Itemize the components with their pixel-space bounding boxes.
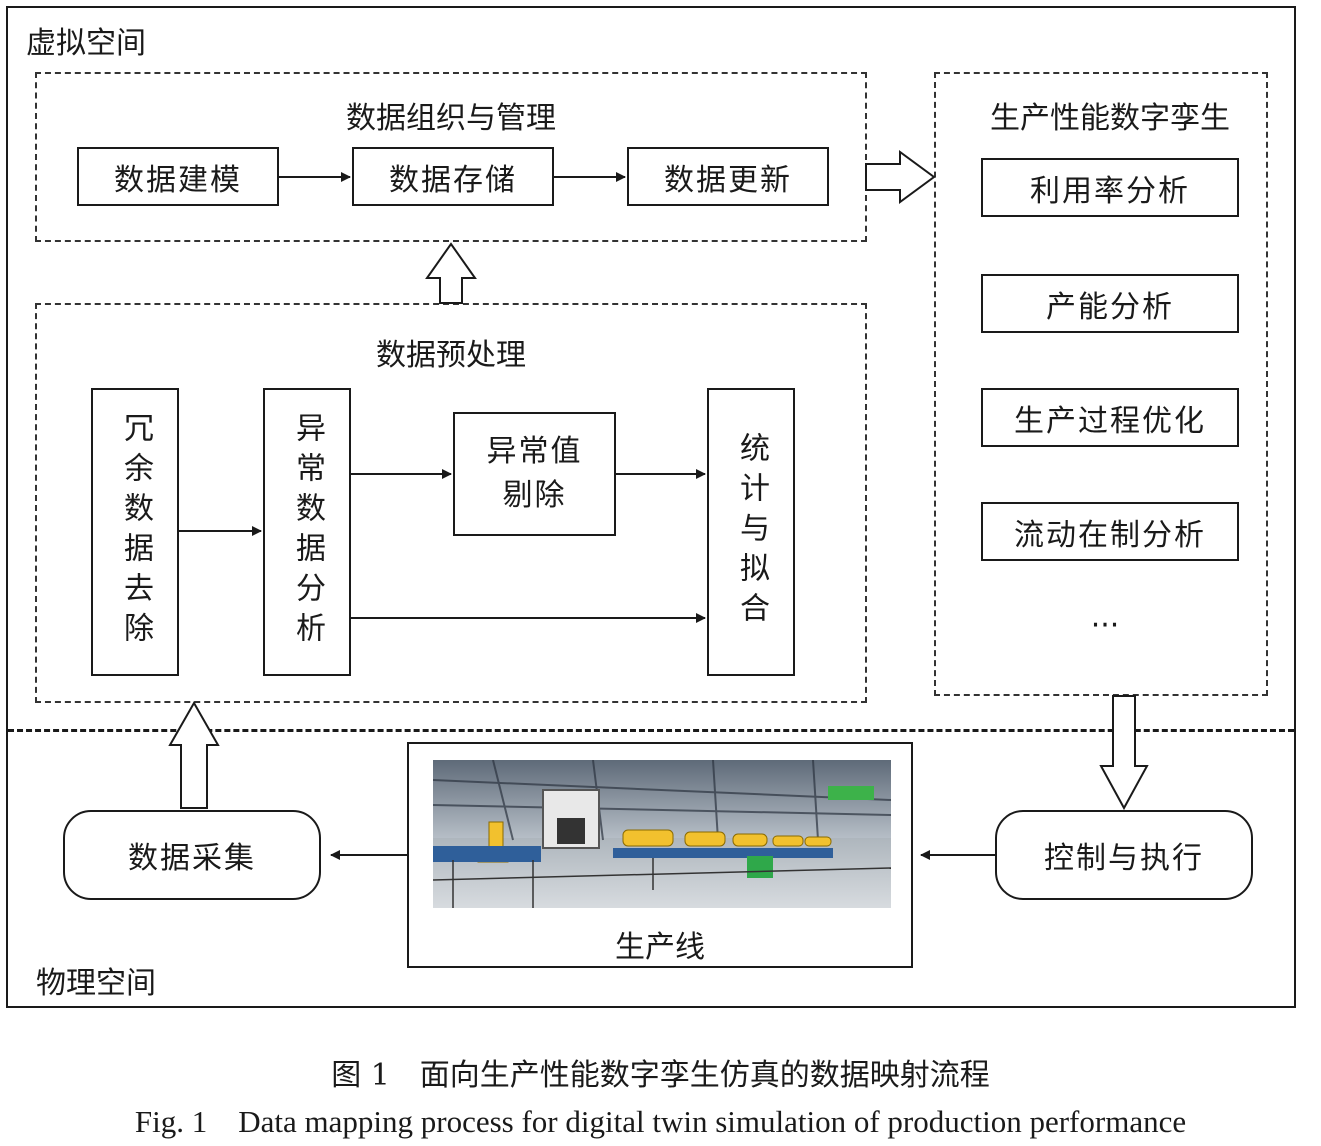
capacity-analysis-box: 产能分析 bbox=[981, 274, 1239, 333]
hollow-arrow-twin-to-control bbox=[1099, 695, 1149, 811]
data-collection-box: 数据采集 bbox=[63, 810, 321, 900]
digital-twin-title: 生产性能数字孪生 bbox=[990, 101, 1230, 136]
utilization-analysis-box: 利用率分析 bbox=[981, 158, 1239, 217]
control-execution-box: 控制与执行 bbox=[995, 810, 1253, 900]
caption-chinese: 图 1 面向生产性能数字孪生仿真的数据映射流程 bbox=[331, 1058, 990, 1093]
caption-english: Fig. 1 Data mapping process for digital … bbox=[134, 1104, 1187, 1139]
data-update-box: 数据更新 bbox=[627, 147, 829, 206]
wip-analysis-box: 流动在制分析 bbox=[981, 502, 1239, 561]
data-preprocessing-title: 数据预处理 bbox=[376, 338, 526, 373]
hollow-arrow-org-to-twin bbox=[865, 150, 936, 204]
outlier-removal-label: 异常值剔除 bbox=[486, 434, 583, 513]
space-divider bbox=[8, 729, 1294, 732]
statistics-fitting-box: 统计与拟合 bbox=[707, 388, 795, 676]
physical-space-label: 物理空间 bbox=[36, 966, 156, 1001]
anomaly-data-analysis-box: 异常数据分析 bbox=[263, 388, 351, 676]
hollow-arrow-collection-to-preprocess bbox=[168, 700, 220, 809]
production-line-image bbox=[433, 760, 891, 908]
production-line-label: 生产线 bbox=[615, 930, 705, 965]
outlier-removal-box: 异常值剔除 bbox=[453, 412, 616, 536]
redundant-data-removal-box: 冗余数据去除 bbox=[91, 388, 179, 676]
diagram-frame bbox=[6, 6, 1296, 1008]
digital-twin-group bbox=[934, 72, 1268, 696]
more-items-ellipsis: ··· bbox=[1090, 608, 1120, 643]
process-optimization-box: 生产过程优化 bbox=[981, 388, 1239, 447]
virtual-space-label: 虚拟空间 bbox=[26, 26, 146, 61]
data-organization-group bbox=[35, 72, 867, 242]
data-organization-title: 数据组织与管理 bbox=[346, 101, 556, 136]
data-modeling-box: 数据建模 bbox=[77, 147, 279, 206]
data-storage-box: 数据存储 bbox=[352, 147, 554, 206]
hollow-arrow-preprocess-to-org bbox=[425, 242, 477, 304]
